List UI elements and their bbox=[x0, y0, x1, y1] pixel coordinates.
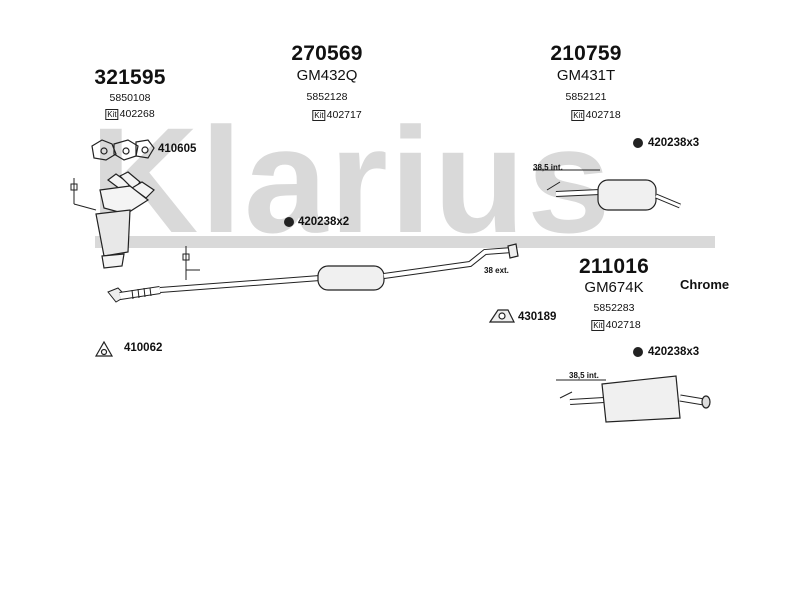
kit-icon: Kit bbox=[312, 109, 326, 121]
lambda-sensor-icon bbox=[70, 178, 97, 211]
watermark-underline bbox=[95, 236, 715, 248]
part-number: 210759 bbox=[550, 42, 622, 65]
oem-number: 5852283 bbox=[593, 302, 635, 314]
part-code: GM674K bbox=[584, 279, 644, 296]
dimension-label: 38 ext. bbox=[484, 266, 509, 275]
part-number: 270569 bbox=[291, 42, 363, 65]
fitting-code: 430189 bbox=[518, 311, 557, 323]
fitting-code: 420238x3 bbox=[648, 137, 700, 149]
part-code: GM431T bbox=[556, 67, 616, 84]
kit-icon: Kit bbox=[571, 109, 585, 121]
clamp-icon bbox=[284, 138, 643, 357]
fitting-code: 410605 bbox=[158, 143, 197, 155]
middle-silencer bbox=[317, 243, 519, 291]
kit-code: 402717 bbox=[326, 109, 362, 121]
part-number: 211016 bbox=[578, 255, 650, 278]
kit-code: 402268 bbox=[119, 108, 155, 120]
kit-code: 402718 bbox=[585, 109, 621, 121]
rubber-mount-icon bbox=[488, 309, 515, 323]
oem-number: 5850108 bbox=[109, 92, 151, 104]
part-number: 321595 bbox=[94, 66, 166, 89]
fitting-code: 410062 bbox=[124, 342, 163, 354]
part-code: GM432Q bbox=[296, 67, 358, 84]
oem-number: 5852128 bbox=[306, 91, 348, 103]
fitting-code: 420238x3 bbox=[648, 346, 700, 358]
finish-label: Chrome bbox=[680, 277, 730, 292]
manifold-catalyst bbox=[95, 171, 155, 269]
oxygen-sensor-icon bbox=[182, 246, 200, 280]
triangle-gasket-icon bbox=[94, 340, 114, 357]
kit-icon: Kit bbox=[105, 108, 119, 120]
dimension-label: 38,5 int. bbox=[533, 163, 563, 172]
front-pipe bbox=[107, 275, 321, 303]
rear-silencer bbox=[533, 169, 681, 211]
gasket-icon bbox=[91, 139, 155, 161]
kit-code: 402718 bbox=[605, 319, 641, 331]
fitting-code: 420238x2 bbox=[298, 216, 350, 228]
rear-silencer-chrome bbox=[556, 375, 711, 423]
kit-icon: Kit bbox=[591, 319, 605, 331]
dimension-label: 38,5 int. bbox=[569, 371, 599, 380]
oem-number: 5852121 bbox=[565, 91, 607, 103]
